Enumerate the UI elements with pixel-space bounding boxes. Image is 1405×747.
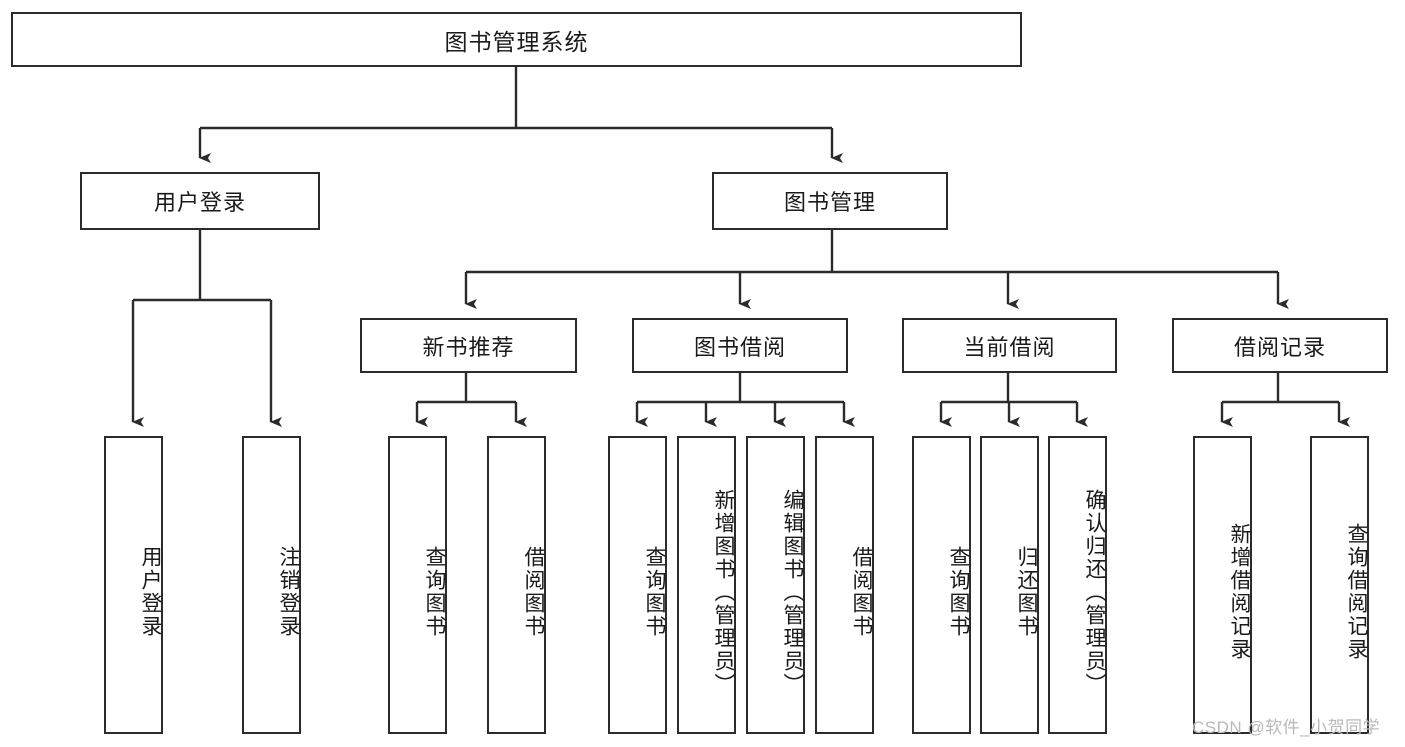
leaf-current-borrow-return[interactable]: 归还图书 [980, 436, 1039, 734]
node-label: 新书推荐 [422, 334, 515, 360]
node-label: 新增借阅记录 [1228, 523, 1251, 661]
node-label: 归还图书 [1015, 546, 1038, 638]
node-borrow-record[interactable]: 借阅记录 [1172, 318, 1388, 373]
leaf-user-login-logout[interactable]: 注销登录 [242, 436, 301, 734]
leaf-book-borrow-query[interactable]: 查询图书 [608, 436, 667, 734]
node-label: 当前借阅 [963, 334, 1056, 360]
node-user-login[interactable]: 用户登录 [80, 172, 320, 230]
node-label: 用户登录 [153, 190, 246, 215]
leaf-new-book-query[interactable]: 查询图书 [388, 436, 447, 734]
node-root-book-management-system[interactable]: 图书管理系统 [11, 12, 1022, 67]
leaf-book-borrow-add[interactable]: 新增图书（管理员） [677, 436, 736, 734]
node-label: 查询图书 [947, 546, 970, 638]
leaf-book-borrow-edit[interactable]: 编辑图书（管理员） [746, 436, 805, 734]
node-label: 查询借阅记录 [1345, 523, 1368, 661]
leaf-current-borrow-confirm-return[interactable]: 确认归还（管理员） [1048, 436, 1107, 734]
node-label: 借阅图书 [850, 546, 873, 638]
leaf-book-borrow-borrow[interactable]: 借阅图书 [815, 436, 874, 734]
leaf-borrow-record-add[interactable]: 新增借阅记录 [1193, 436, 1252, 734]
node-current-borrow[interactable]: 当前借阅 [902, 318, 1117, 373]
watermark-text: CSDN @软件_小贺同学 [1192, 718, 1381, 737]
node-label: 图书借阅 [693, 334, 786, 360]
node-book-borrow[interactable]: 图书借阅 [632, 318, 848, 373]
node-label: 编辑图书（管理员） [781, 488, 804, 696]
node-label: 查询图书 [423, 546, 446, 638]
leaf-borrow-record-query[interactable]: 查询借阅记录 [1310, 436, 1369, 734]
node-new-book-recommend[interactable]: 新书推荐 [360, 318, 577, 373]
node-label: 借阅图书 [522, 546, 545, 638]
node-label: 图书管理 [783, 190, 876, 215]
node-label: 注销登录 [277, 546, 300, 638]
node-label: 新增图书（管理员） [712, 488, 735, 696]
leaf-current-borrow-query[interactable]: 查询图书 [912, 436, 971, 734]
node-label: 图书管理系统 [444, 28, 589, 55]
leaf-new-book-borrow[interactable]: 借阅图书 [487, 436, 546, 734]
node-label: 查询图书 [643, 546, 666, 638]
leaf-user-login-login[interactable]: 用户登录 [104, 436, 163, 734]
node-label: 确认归还（管理员） [1083, 488, 1106, 696]
node-book-management[interactable]: 图书管理 [712, 172, 948, 230]
node-label: 用户登录 [139, 546, 162, 638]
node-label: 借阅记录 [1233, 334, 1326, 360]
